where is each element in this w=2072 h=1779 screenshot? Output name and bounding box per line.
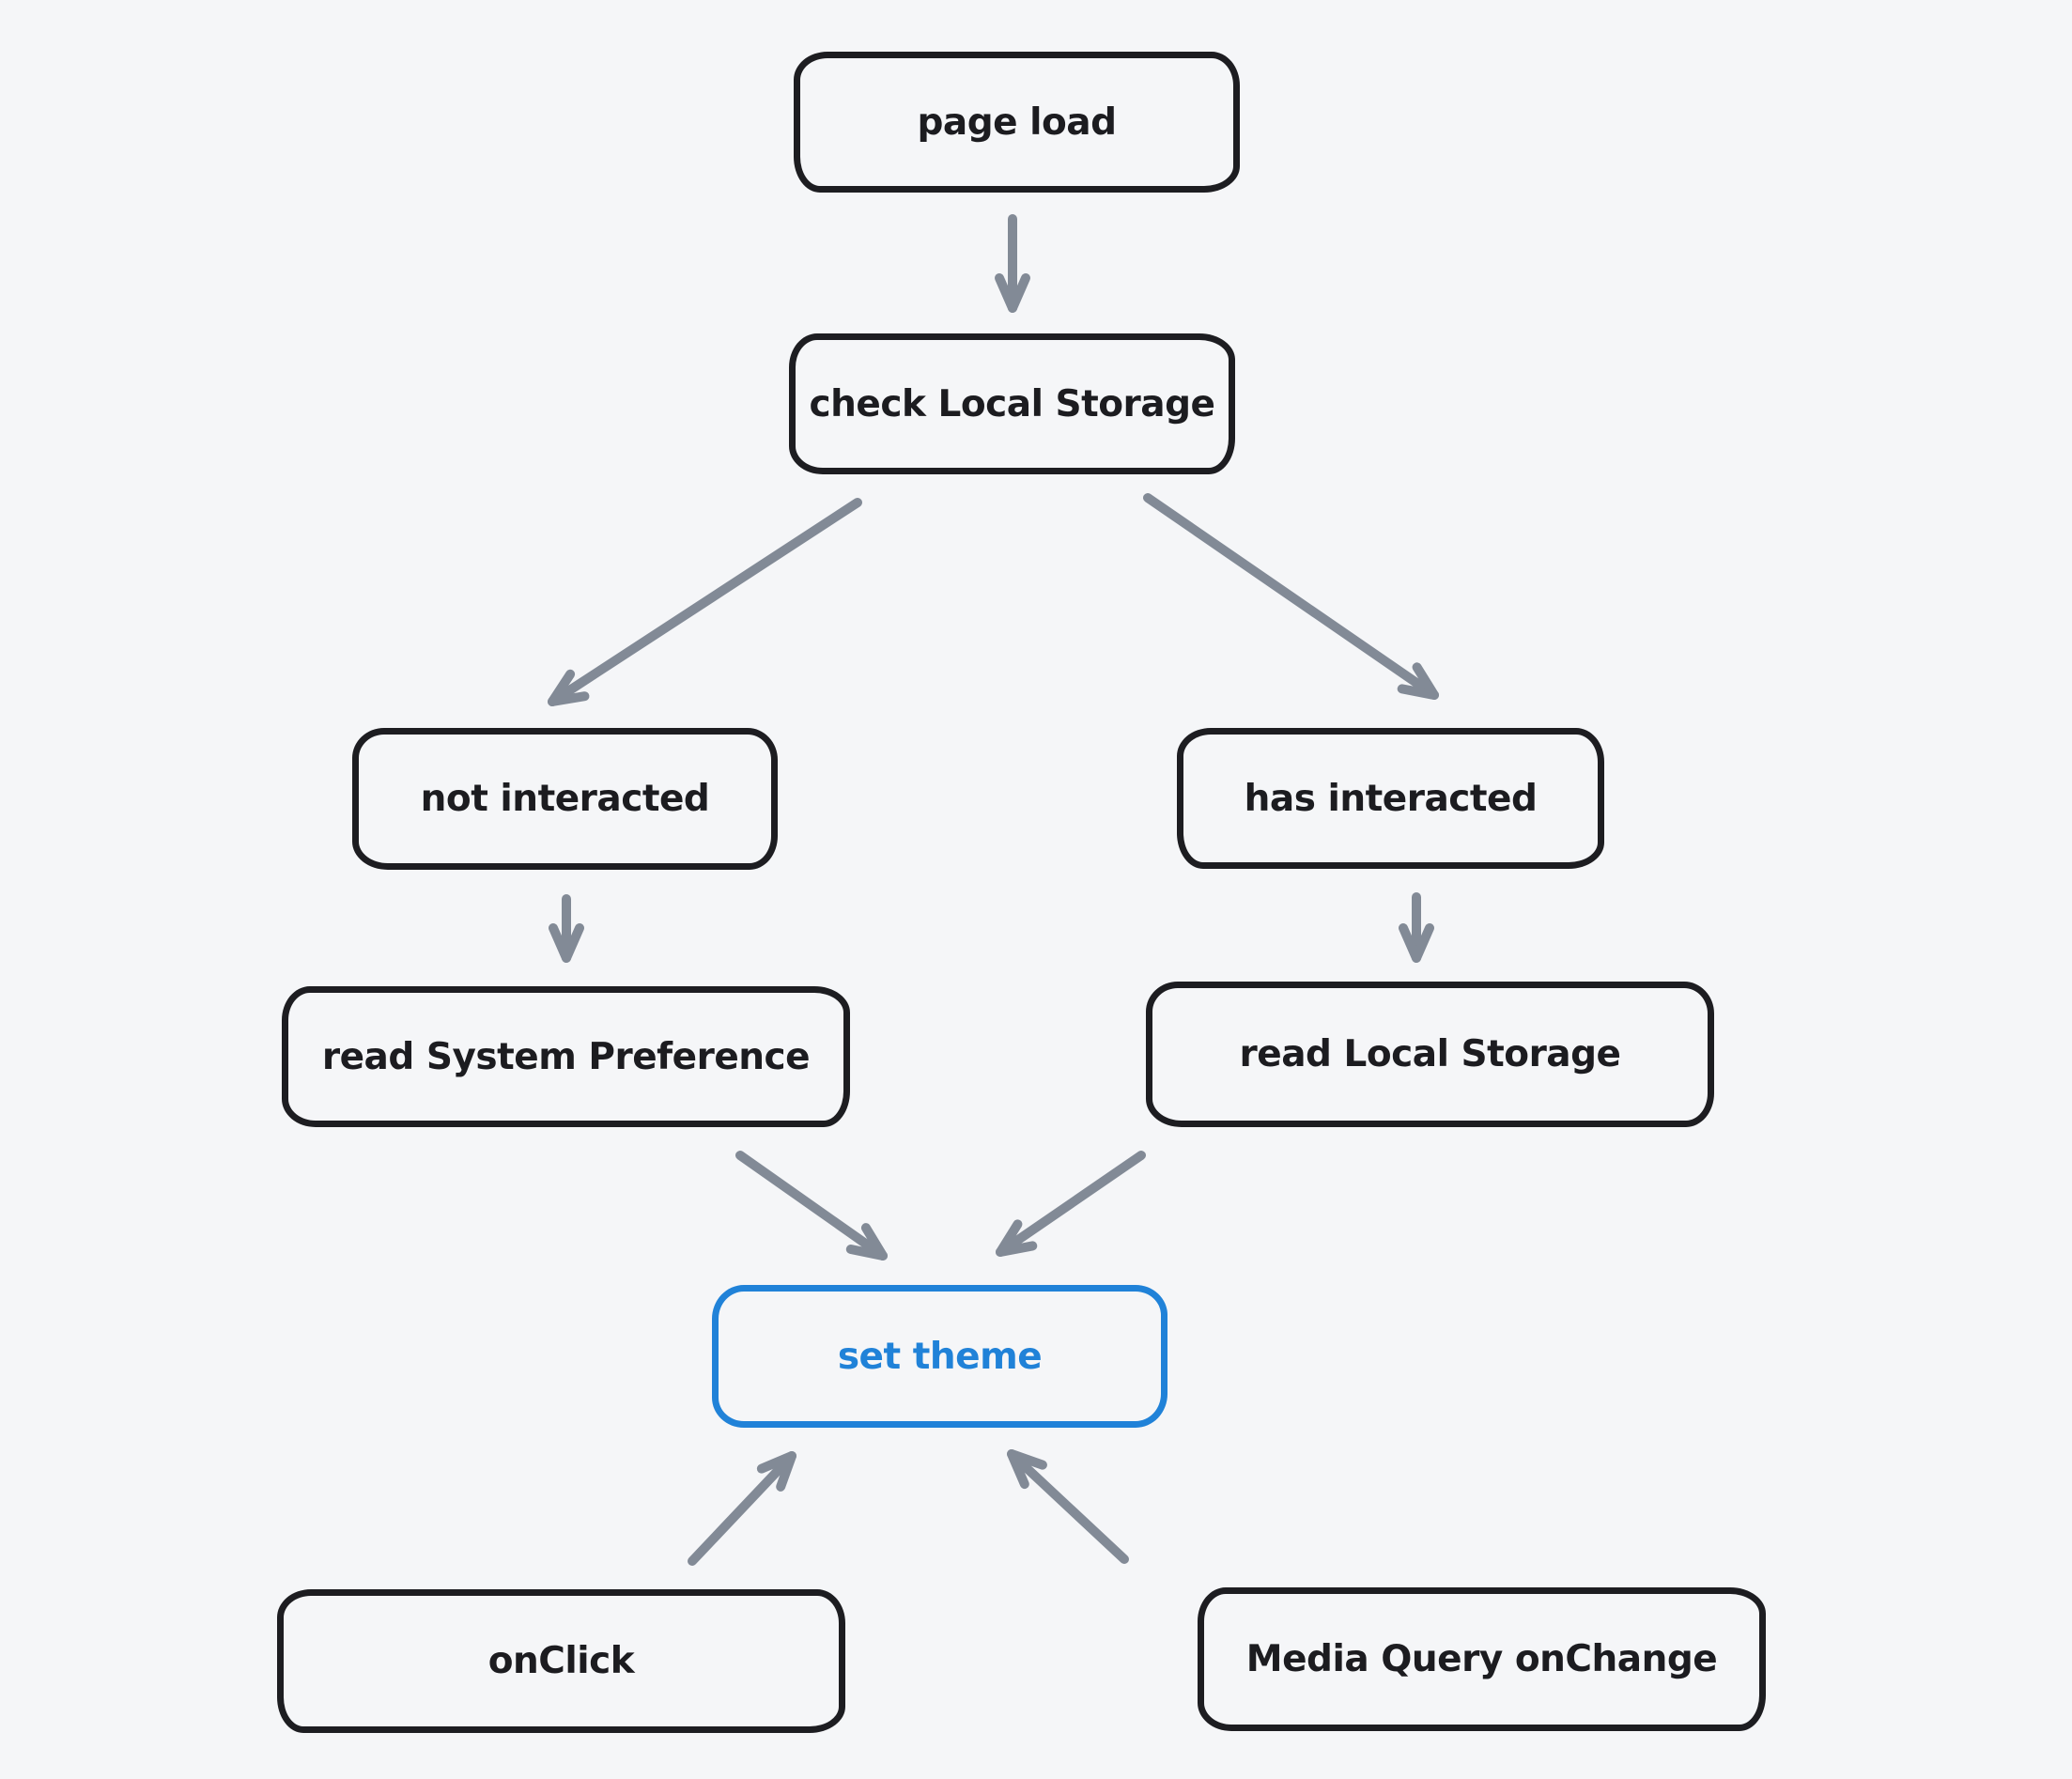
node-media-query-onchange[interactable]: Media Query onChange xyxy=(1198,1587,1766,1731)
arrow-read-local-storage-to-set-theme xyxy=(996,1151,1146,1257)
node-page-load-label: page load xyxy=(917,101,1117,144)
node-page-load[interactable]: page load xyxy=(794,52,1240,193)
node-onclick-label: onClick xyxy=(487,1640,635,1682)
node-onclick[interactable]: onClick xyxy=(277,1589,845,1733)
node-not-interacted[interactable]: not interacted xyxy=(352,728,778,870)
arrow-read-system-preference-to-set-theme xyxy=(735,1151,888,1261)
arrow-check-local-storage-to-not-interacted xyxy=(548,498,862,706)
arrow-onclick-to-set-theme xyxy=(688,1451,796,1566)
arrow-check-local-storage-to-has-interacted xyxy=(1143,493,1439,700)
node-read-system-preference-label: read System Preference xyxy=(321,1035,811,1078)
node-set-theme[interactable]: set theme xyxy=(712,1285,1167,1428)
node-not-interacted-label: not interacted xyxy=(420,778,710,820)
node-set-theme-label: set theme xyxy=(837,1335,1043,1378)
node-read-local-storage-label: read Local Storage xyxy=(1239,1033,1621,1075)
node-media-query-onchange-label: Media Query onChange xyxy=(1245,1638,1718,1680)
node-read-local-storage[interactable]: read Local Storage xyxy=(1146,982,1714,1127)
node-check-local-storage[interactable]: check Local Storage xyxy=(789,333,1235,474)
node-has-interacted[interactable]: has interacted xyxy=(1177,728,1604,869)
node-has-interacted-label: has interacted xyxy=(1244,777,1538,820)
arrow-media-query-onchange-to-set-theme xyxy=(1007,1449,1129,1564)
node-check-local-storage-label: check Local Storage xyxy=(809,382,1215,425)
node-read-system-preference[interactable]: read System Preference xyxy=(282,986,850,1127)
